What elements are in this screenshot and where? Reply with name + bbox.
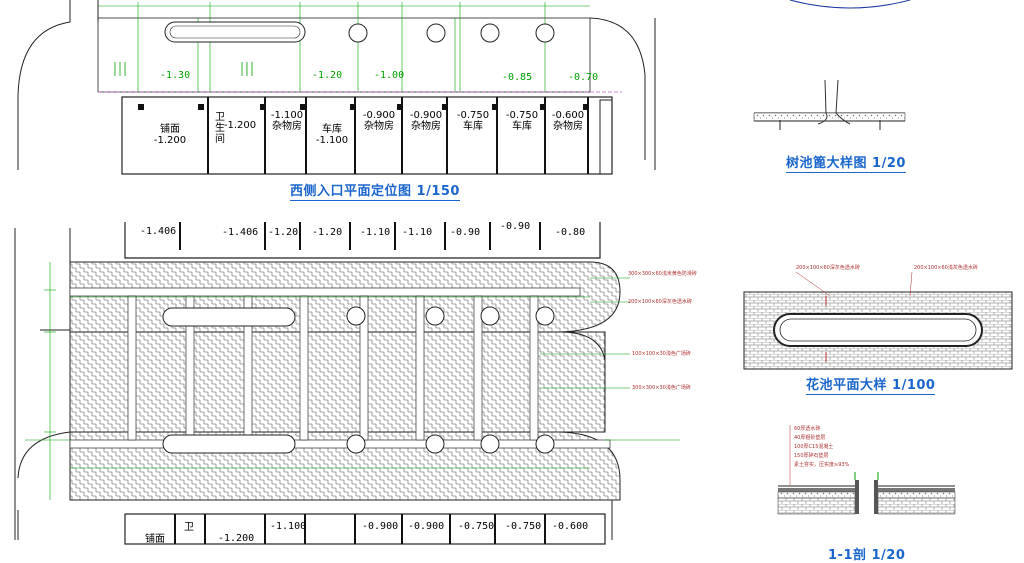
level-label: -0.900	[408, 521, 445, 532]
level-label: -1.200	[218, 533, 255, 544]
level-label: -0.90	[450, 227, 481, 238]
level-label: -1.10	[402, 227, 433, 238]
tree-pit-detail	[753, 0, 911, 130]
layer-note: 素土夯实，压实度≥93%	[794, 462, 850, 468]
title-tree-pit-detail: 树池篦大样图 1/20	[786, 156, 906, 173]
material-note: 200×100×60深灰色透水砖	[628, 299, 692, 305]
title-planter-detail: 花池平面大样 1/100	[806, 378, 936, 395]
level-label: -1.406	[222, 227, 259, 238]
room: 车库-1.100	[315, 124, 349, 146]
material-note: 200×100×60浅灰色透水砖	[914, 265, 978, 271]
title-west-entrance-plan: 西侧入口平面定位图 1/150	[290, 184, 460, 201]
level-label: -1.100	[270, 521, 307, 532]
layer-note: 40厚粗砂垫层	[794, 435, 826, 441]
planter-detail	[743, 271, 1013, 370]
section-detail	[777, 425, 956, 515]
level-label: -0.85	[502, 72, 533, 83]
room: 卫	[184, 522, 194, 533]
material-note: 300×300×60浅米黄色防滑砖	[628, 271, 697, 277]
room: 铺面	[145, 534, 165, 545]
room: 铺面-1.200	[153, 124, 187, 146]
level-label: -1.20	[312, 70, 343, 81]
level-label: -1.00	[374, 70, 405, 81]
level-label: -0.750	[505, 521, 542, 532]
layer-note: 60厚透水砖	[794, 426, 821, 432]
room: 卫生间	[215, 112, 225, 145]
level-label: -1.406	[140, 226, 177, 237]
level-label: -0.900	[362, 521, 399, 532]
level-label: -1.30	[160, 70, 191, 81]
level-label: -0.70	[568, 72, 599, 83]
material-note: 100×100×30浅色广场砖	[632, 351, 691, 357]
layer-note: 150厚碎石垫层	[794, 453, 829, 459]
level-label: -0.80	[555, 227, 586, 238]
room: -1.200	[223, 120, 257, 131]
middle-plan	[14, 222, 680, 545]
level-label: -1.10	[360, 227, 391, 238]
title-section-1-1: 1-1剖 1/20	[828, 548, 906, 563]
layer-note: 100厚C15混凝土	[794, 444, 834, 450]
level-label: -1.20	[268, 227, 299, 238]
level-label: -0.600	[552, 521, 589, 532]
material-note: 200×100×60深灰色透水砖	[796, 265, 860, 271]
level-label: -0.750	[458, 521, 495, 532]
level-label: -0.90	[500, 221, 531, 232]
top-plan	[17, 0, 656, 175]
level-label: -1.20	[312, 227, 343, 238]
material-note: 300×300×30浅色广场砖	[632, 385, 691, 391]
